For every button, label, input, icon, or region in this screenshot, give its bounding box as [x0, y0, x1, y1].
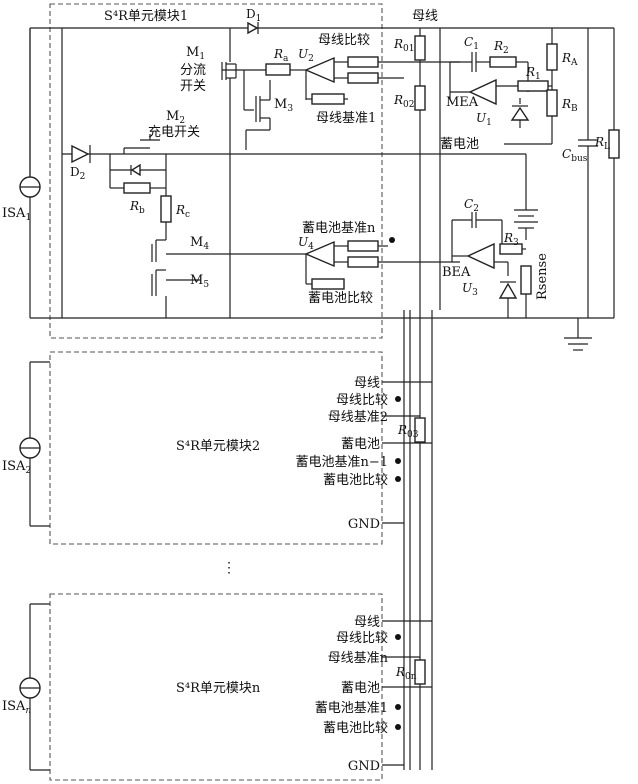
rl-label: RL: [594, 135, 610, 152]
rc-label: Rc: [175, 203, 190, 220]
r1-label: R1: [525, 65, 541, 82]
r2-label: R2: [493, 39, 509, 56]
m3-label: M3: [274, 97, 293, 114]
d1-label: D1: [246, 7, 261, 24]
rb-resistor: [123, 182, 151, 194]
m2-gnd: GND: [348, 517, 380, 532]
r02-resistor: [414, 85, 426, 111]
u4-label: U4: [298, 235, 314, 252]
rc-resistor: [160, 195, 172, 223]
cbus-label: Cbus: [562, 147, 588, 164]
m1-desc2: 开关: [180, 79, 206, 94]
m2-bat-compare: 蓄电池比较: [323, 473, 388, 488]
bat-compare-label-1: 蓄电池比较: [308, 291, 373, 306]
rb-big-label: RB: [561, 97, 578, 114]
rb-label: Rb: [129, 199, 145, 216]
m4-transistor: [151, 239, 220, 262]
m2-transistor: [123, 134, 160, 154]
ra-big-label: RA: [561, 51, 578, 68]
bus-bundle: [403, 310, 433, 770]
r0n-label: R0n: [395, 665, 417, 682]
rl-resistor: [608, 129, 620, 159]
mn-bat-ref: 蓄电池基准1: [315, 701, 388, 716]
ra-label: Ra: [273, 47, 289, 64]
m3-transistor: [243, 70, 271, 150]
u2-comparator: [304, 56, 335, 84]
bus-ref1-label: 母线基准1: [316, 111, 376, 126]
d2-label: D2: [70, 165, 85, 182]
m5-transistor: [151, 269, 200, 318]
r2-resistor: [489, 56, 517, 68]
m2-bus: 母线: [354, 376, 380, 391]
zener-1: [510, 106, 530, 121]
m2-battery: 蓄电池: [341, 437, 380, 452]
module2-title: S⁴R单元模块2: [176, 439, 260, 454]
r0n-resistor: [414, 659, 426, 685]
rb-big-resistor: [546, 89, 558, 117]
module2-box: [49, 351, 383, 545]
m2-desc: 充电开关: [148, 124, 200, 140]
c2-label: C2: [464, 197, 479, 214]
u1-amplifier: [468, 78, 497, 106]
r03-label: R03: [397, 423, 419, 440]
m5-label: M5: [190, 273, 209, 290]
d1-diode: [247, 21, 259, 35]
bat-ref-label-1: 蓄电池基准n: [302, 221, 376, 236]
mn-bus-compare: 母线比较: [336, 631, 388, 646]
c1-label: C1: [464, 35, 479, 52]
m1-desc1: 分流: [180, 63, 206, 78]
rsense-label: Rsense: [535, 253, 550, 300]
r01-resistor: [414, 35, 426, 61]
mn-bus-ref: 母线基准n: [328, 651, 389, 666]
d2-diode: [71, 144, 91, 164]
m2-bus-ref: 母线基准2: [328, 410, 388, 425]
bea-label: BEA: [442, 265, 471, 280]
ra-big-resistor: [546, 43, 558, 71]
isa2-label: ISA2: [2, 459, 31, 476]
isa1-source: [19, 28, 41, 198]
isa1-label: ISA1: [2, 206, 31, 223]
m4-label: M4: [190, 235, 209, 252]
mn-gnd: GND: [348, 759, 380, 774]
mea-label: MEA: [446, 95, 479, 110]
bus-compare-label-1: 母线比较: [318, 33, 370, 48]
m2-bat-ref: 蓄电池基准n−1: [295, 455, 388, 470]
r03-resistor: [414, 417, 426, 443]
m1-label: M1: [186, 45, 205, 62]
rsense-resistor: [520, 265, 532, 295]
battery-label: 蓄电池: [440, 137, 479, 152]
m2-bus-compare: 母线比较: [336, 393, 388, 408]
module1-title: S⁴R单元模块1: [104, 9, 188, 24]
r02-label: R02: [393, 93, 415, 110]
bus-label-top: 母线: [412, 9, 438, 24]
zener-2: [498, 282, 518, 299]
m1-transistor: [221, 28, 266, 318]
u4-comparator: [304, 240, 335, 268]
ra-resistor: [265, 63, 291, 76]
mn-bus: 母线: [354, 615, 380, 630]
modulen-title: S⁴R单元模块n: [176, 681, 261, 696]
u3-amplifier: [466, 242, 495, 270]
u1-label: U1: [476, 111, 492, 128]
u2-label: U2: [298, 47, 314, 64]
mn-bat-compare: 蓄电池比较: [323, 721, 388, 736]
r1-resistor: [517, 80, 549, 92]
isan-label: ISAn: [2, 699, 31, 716]
module1-box: [49, 3, 383, 339]
ellipsis: ⋮: [222, 560, 236, 576]
m2-label: M2: [166, 109, 185, 126]
r3-label: R3: [503, 231, 519, 248]
r01-label: R01: [393, 37, 415, 54]
mn-battery: 蓄电池: [341, 681, 380, 696]
u3-label: U3: [462, 281, 478, 298]
